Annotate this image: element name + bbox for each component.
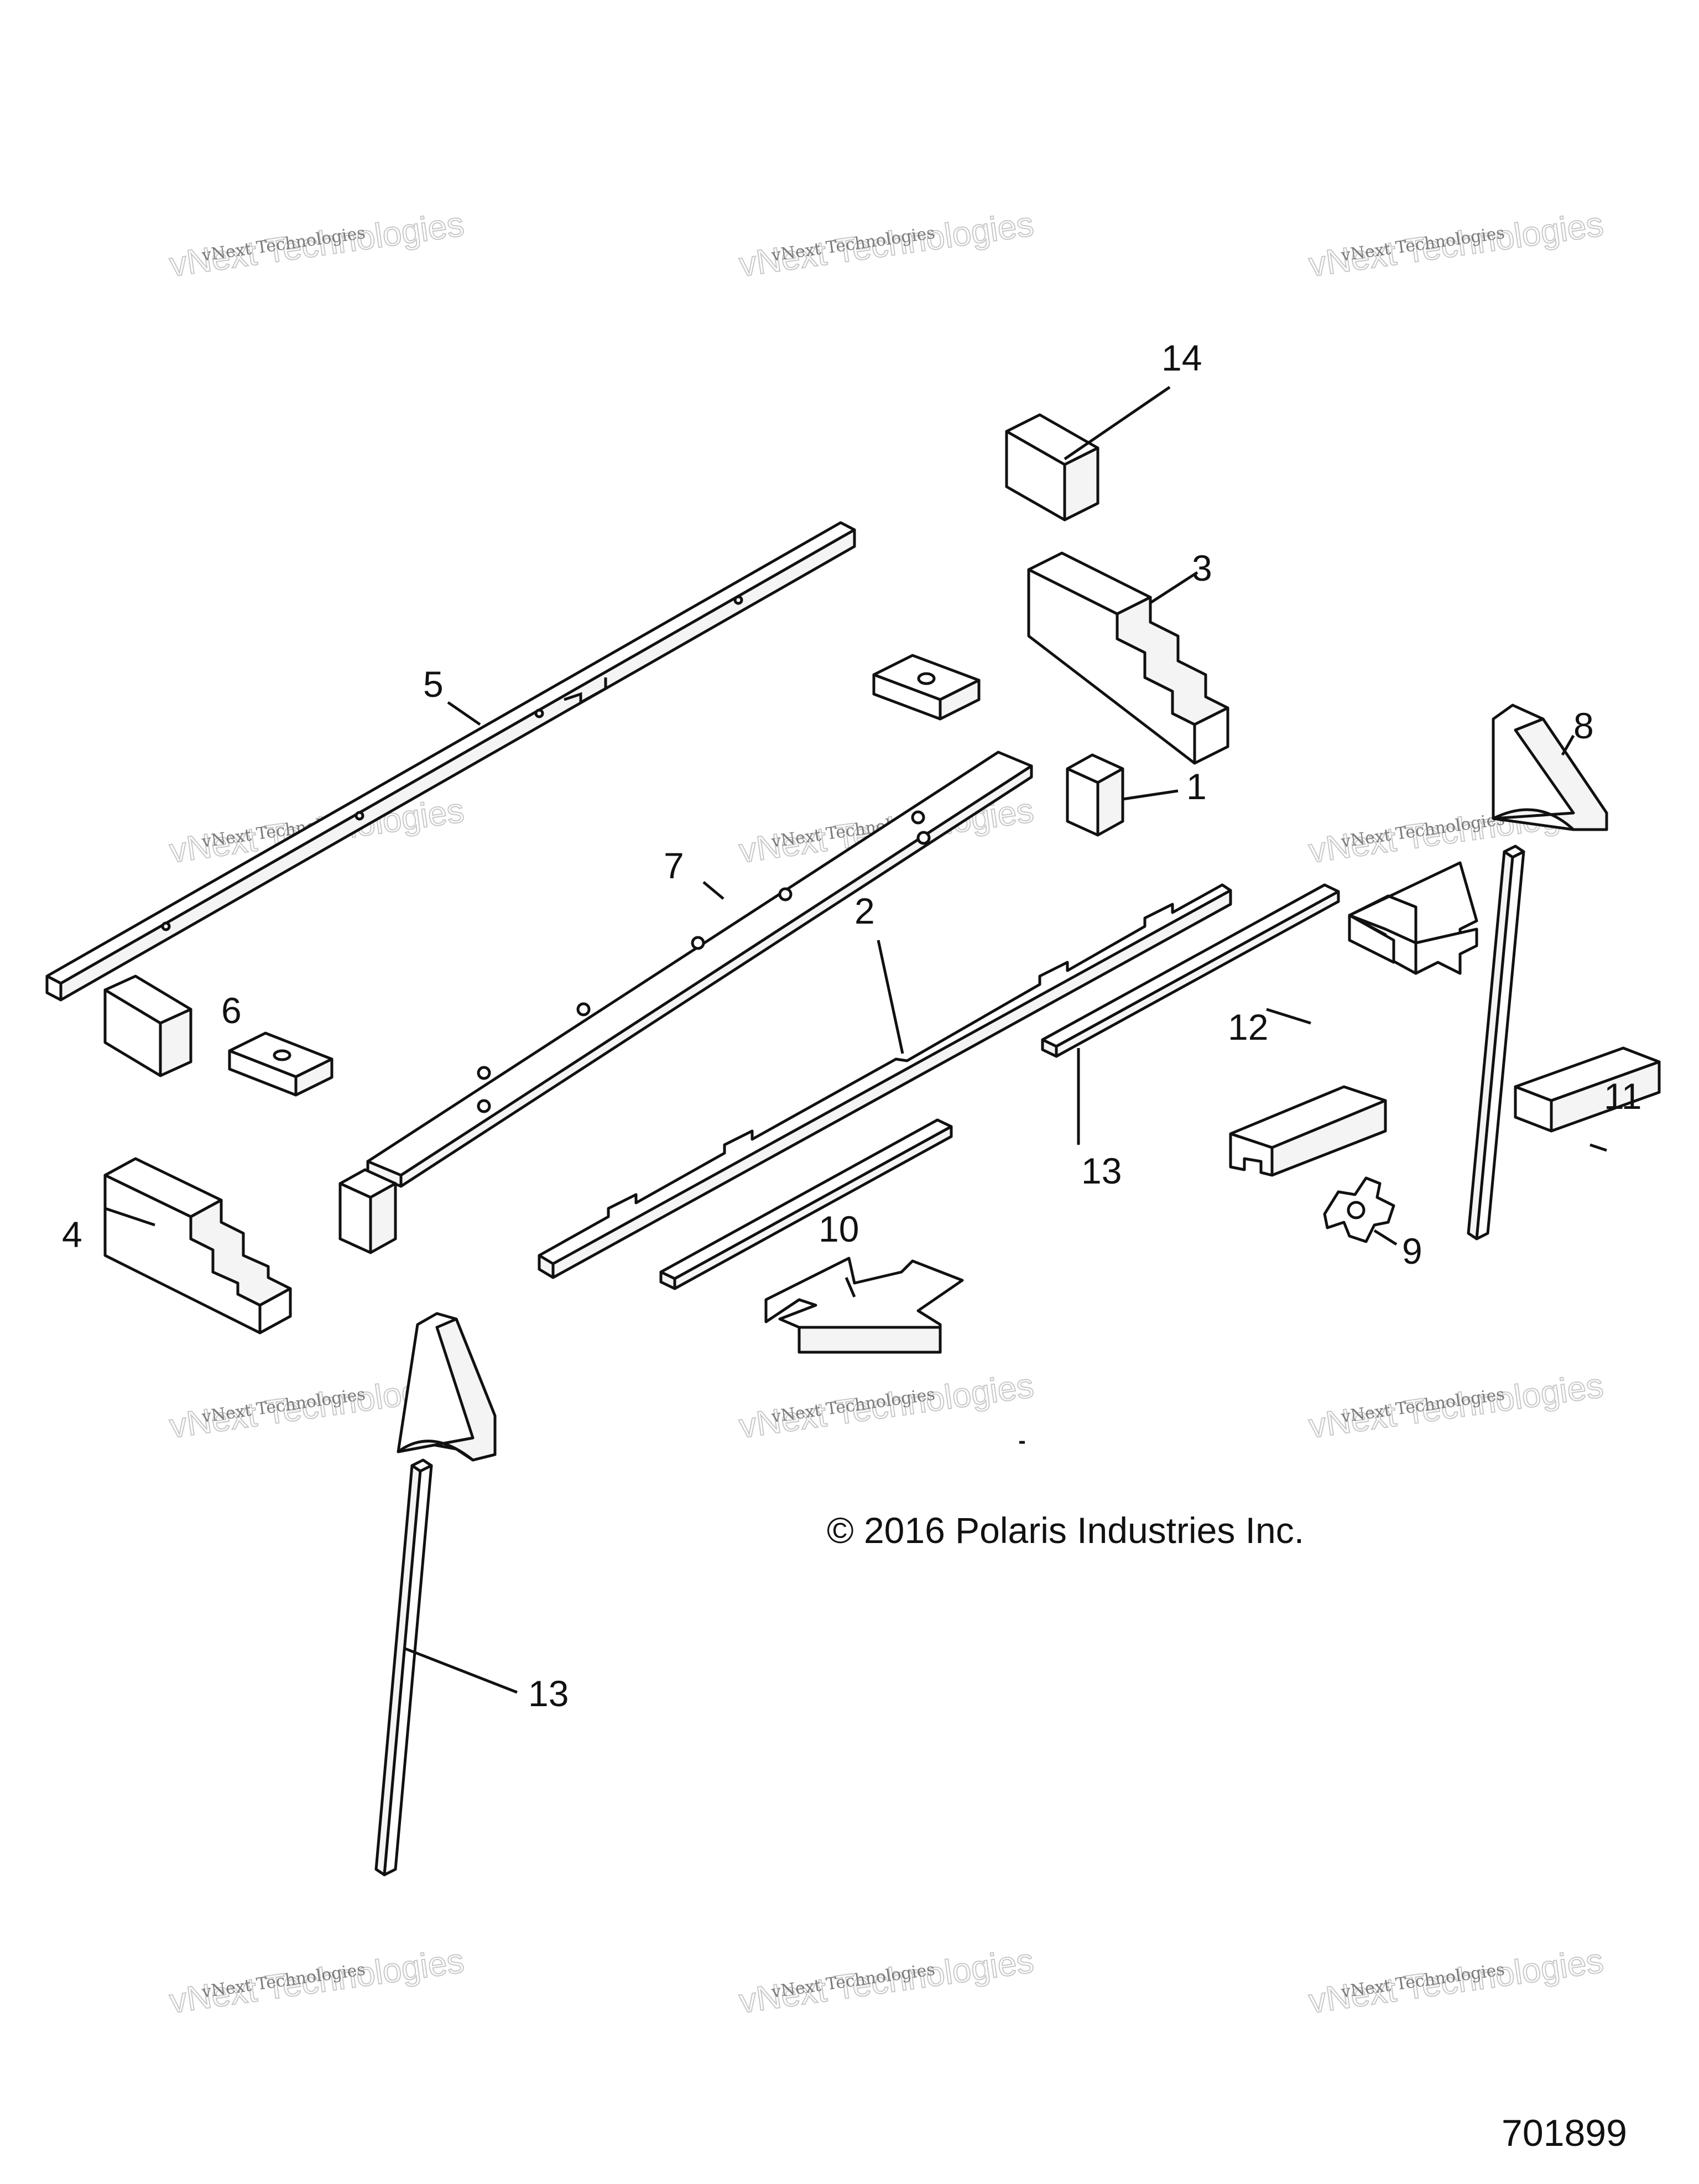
strip-lower <box>659 1118 953 1290</box>
part-2-notched-strip <box>538 883 1232 1279</box>
leader-lines <box>105 385 1607 1694</box>
part-13-bar-lower <box>374 1458 433 1877</box>
callout-4: 4 <box>62 1214 82 1255</box>
plate-with-hole-upper <box>872 654 981 721</box>
wedge-left <box>397 1312 497 1462</box>
part-14-block <box>1005 413 1099 522</box>
callout-10: 10 <box>819 1208 859 1249</box>
figure-number: 701899 <box>1502 2112 1627 2154</box>
post-right <box>1467 845 1525 1240</box>
callout-13-upper: 13 <box>1081 1150 1122 1191</box>
callout-labels: 14 3 5 8 1 7 2 6 12 11 13 4 9 10 13 <box>62 337 1642 1714</box>
callout-9: 9 <box>1402 1231 1422 1271</box>
part-12-notched-block <box>1229 1085 1387 1177</box>
part-10-bracket <box>764 1257 964 1354</box>
part-13-bar-upper <box>1041 883 1340 1058</box>
callout-13-lower: 13 <box>528 1673 569 1714</box>
callout-12: 12 <box>1228 1007 1268 1047</box>
part-11-block <box>1514 1046 1661 1133</box>
cube-lower-left <box>338 1168 397 1254</box>
part-3-stepped-block <box>1027 551 1229 765</box>
part-5-long-rail <box>45 521 856 1002</box>
part-9-washer <box>1323 1176 1395 1243</box>
copyright-text: © 2016 Polaris Industries Inc. <box>827 1510 1304 1551</box>
callout-6: 6 <box>221 990 242 1031</box>
part-1-cube <box>1066 753 1124 837</box>
callout-1: 1 <box>1186 766 1207 807</box>
part-7-flat-strap <box>366 750 1033 1188</box>
part-8-wedge <box>1492 703 1608 831</box>
part-4-stepped-block <box>103 1157 292 1335</box>
block-left <box>103 974 192 1077</box>
callout-2: 2 <box>854 890 875 931</box>
callout-7: 7 <box>664 845 684 886</box>
part-6-plate <box>228 1031 333 1097</box>
callout-14: 14 <box>1161 337 1202 378</box>
callout-8: 8 <box>1573 705 1594 746</box>
callout-5: 5 <box>423 664 444 705</box>
callout-11: 11 <box>1604 1076 1642 1117</box>
block-cutout-right <box>1348 861 1478 975</box>
callout-3: 3 <box>1192 548 1212 588</box>
